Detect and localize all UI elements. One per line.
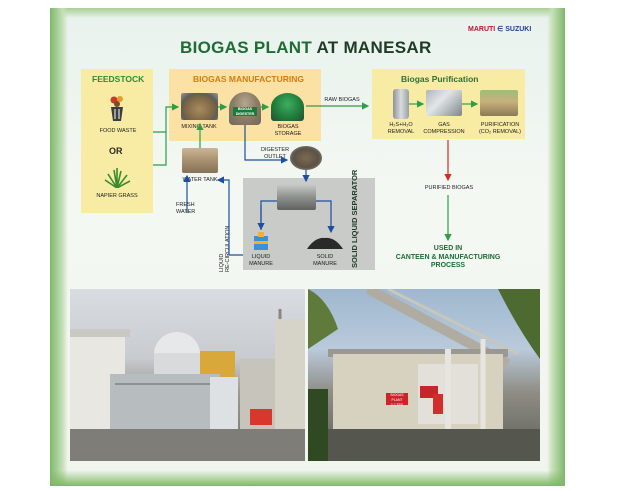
brand-suzuki: SUZUKI <box>505 26 532 33</box>
plant-sign-line2: 0.2 TPD <box>390 403 404 407</box>
h2s-line2: REMOVAL <box>387 128 415 135</box>
frame-border-left <box>50 8 68 486</box>
frame-border-top <box>50 8 565 18</box>
h2s-removal-image <box>393 89 409 119</box>
or-label: OR <box>109 146 123 156</box>
separator-machine-image <box>277 184 316 210</box>
h2s-removal-label: H₂S+H₂O REMOVAL <box>382 122 420 135</box>
fresh-water-label: FRESH WATER <box>176 202 200 215</box>
gas-compression-image <box>426 90 462 116</box>
used-in-line2: CANTEEN & MANUFACTURING <box>395 253 501 261</box>
pur-line2: (CO₂ REMOVAL) <box>478 128 522 135</box>
purification-image <box>480 90 518 116</box>
fresh-water-line1: FRESH <box>176 202 195 208</box>
arrow-napier-to-mixing <box>153 132 167 166</box>
suzuki-s-icon: ∈ <box>497 26 504 33</box>
feedstock-header: FEEDSTOCK <box>92 74 145 84</box>
biogas-storage-image <box>271 93 304 121</box>
plant-sign-line1: BIOGAS PLANT <box>390 393 404 402</box>
title-location: AT MANESAR <box>316 38 432 57</box>
digester-outlet-label: DIGESTER OUTLET <box>258 147 292 160</box>
water-tank-image <box>182 148 218 173</box>
frame-border-bottom <box>50 470 565 486</box>
frame-border-right <box>547 8 565 486</box>
biogas-storage-line1: BIOGAS <box>277 124 299 130</box>
solid-manure-icon <box>307 235 343 249</box>
mixing-tank-image <box>181 93 218 120</box>
green-arrows <box>153 100 479 242</box>
used-in-label: USED IN CANTEEN & MANUFACTURING PROCESS <box>378 245 518 271</box>
digester-tag: BIOGAS DIGESTER <box>233 107 257 116</box>
napier-grass-label: NAPIER GRASS <box>96 193 138 199</box>
napier-grass-icon <box>102 166 132 189</box>
digester-outlet-line1: DIGESTER <box>260 147 290 153</box>
arrow-feed-to-mixing <box>153 103 180 133</box>
biogas-storage-label: BIOGAS STORAGE <box>270 124 306 137</box>
arrow-recirculation <box>216 176 243 256</box>
liquid-manure-line1: LIQUID <box>251 254 271 260</box>
fresh-water-line2: WATER <box>176 208 196 215</box>
gas-compression-label: GAS COMPRESSION <box>420 122 468 135</box>
food-waste-label: FOOD WASTE <box>99 128 137 134</box>
arrow-separator-to-solid <box>316 200 335 234</box>
manufacturing-header: BIOGAS MANUFACTURING <box>193 74 304 84</box>
plant-photo-right: BIOGAS PLANT 0.2 TPD <box>308 289 540 461</box>
water-tank-label: WATER TANK <box>182 177 218 183</box>
liquid-manure-line2: MANURE <box>249 260 273 267</box>
biogas-storage-line2: STORAGE <box>274 130 302 137</box>
pur-line1: PURIFICATION <box>480 122 520 128</box>
arrow-separator-to-liquid <box>260 200 277 230</box>
title-main: BIOGAS PLANT <box>180 38 313 57</box>
feedstock-box <box>81 69 153 213</box>
plant-photo-left <box>70 289 305 461</box>
brand-logo: MARUTI ∈ SUZUKI <box>468 25 531 33</box>
liquid-manure-icon <box>252 232 270 251</box>
arrow-digester-to-outlet <box>244 125 289 164</box>
gas-line1: GAS <box>438 122 450 128</box>
gas-line2: COMPRESSION <box>423 128 465 135</box>
food-waste-icon <box>108 95 126 123</box>
page-title: BIOGAS PLANT AT MANESAR <box>180 38 432 58</box>
purification-header: Biogas Purification <box>401 74 479 84</box>
liquid-manure-label: LIQUID MANURE <box>244 254 278 267</box>
blue-arrows <box>183 125 335 256</box>
digester-outlet-line2: OUTLET <box>264 153 286 160</box>
purification-label: PURIFICATION (CO₂ REMOVAL) <box>475 122 525 135</box>
solid-manure-line2: MANURE <box>313 260 337 267</box>
plant-sign: BIOGAS PLANT 0.2 TPD <box>386 393 408 407</box>
used-in-line1: USED IN <box>433 245 463 252</box>
purified-biogas-label: PURIFIED BIOGAS <box>424 185 474 191</box>
solid-manure-label: SOLID MANURE <box>307 254 343 267</box>
h2s-line1: H₂S+H₂O <box>389 122 413 128</box>
used-in-line3: PROCESS <box>430 262 466 269</box>
solid-manure-line1: SOLID <box>316 254 334 260</box>
digester-outlet-image <box>290 146 322 170</box>
raw-biogas-label: RAW BIOGAS <box>324 97 360 103</box>
brand-maruti: MARUTI <box>468 26 496 33</box>
